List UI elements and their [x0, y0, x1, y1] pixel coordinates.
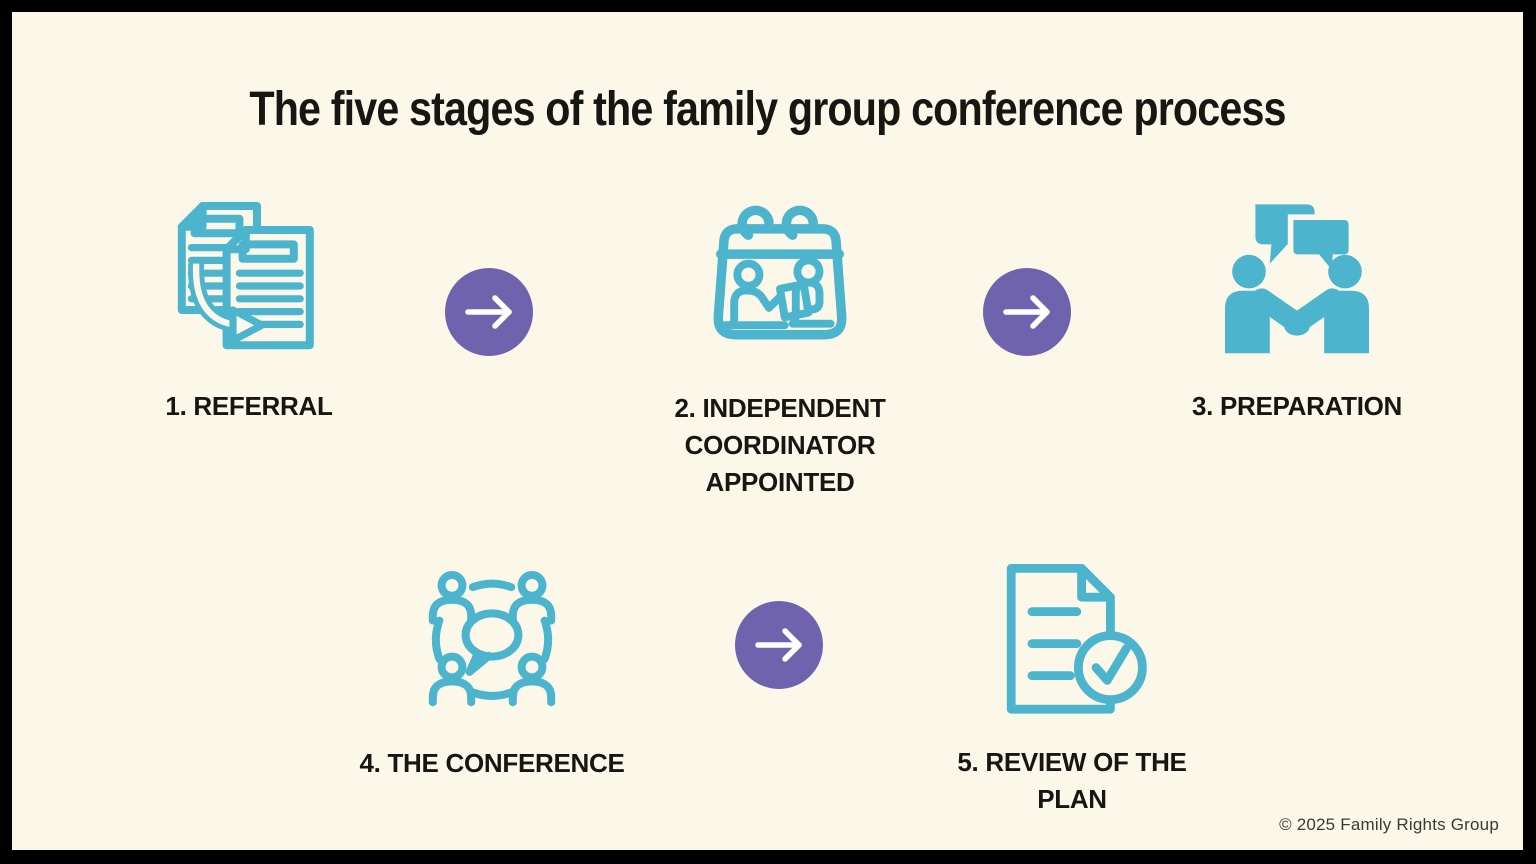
review-plan-checkmark-icon	[1006, 564, 1147, 714]
right-arrow-icon	[445, 268, 533, 356]
stage-3-preparation: 3. PREPARATION	[1147, 198, 1447, 425]
stage-2-coordinator: 2. INDEPENDENT COORDINATOR APPOINTED	[630, 202, 930, 501]
conference-group-icon	[428, 571, 556, 707]
stage-label-referral: 1. REFERRAL	[165, 391, 333, 421]
right-arrow-icon	[735, 601, 823, 689]
stage-label-coordinator: 2. INDEPENDENT COORDINATOR APPOINTED	[674, 393, 886, 497]
coordinator-calendar-icon	[713, 205, 847, 340]
stage-1-referral: 1. REFERRAL	[124, 198, 374, 425]
stage-5-review: 5. REVIEW OF THE PLAN	[922, 562, 1222, 818]
right-arrow-icon	[983, 268, 1071, 356]
preparation-handshake-icon	[1225, 204, 1369, 354]
referral-documents-icon	[177, 202, 314, 350]
copyright-notice: © 2025 Family Rights Group	[1279, 815, 1499, 834]
infographic-background: The five stages of the family group conf…	[12, 12, 1523, 850]
stage-label-review: 5. REVIEW OF THE PLAN	[957, 747, 1187, 814]
stage-label-conference: 4. THE CONFERENCE	[359, 748, 625, 778]
stage-4-conference: 4. THE CONFERENCE	[342, 563, 642, 782]
stage-label-preparation: 3. PREPARATION	[1191, 391, 1403, 421]
page-title: The five stages of the family group conf…	[249, 83, 1286, 136]
